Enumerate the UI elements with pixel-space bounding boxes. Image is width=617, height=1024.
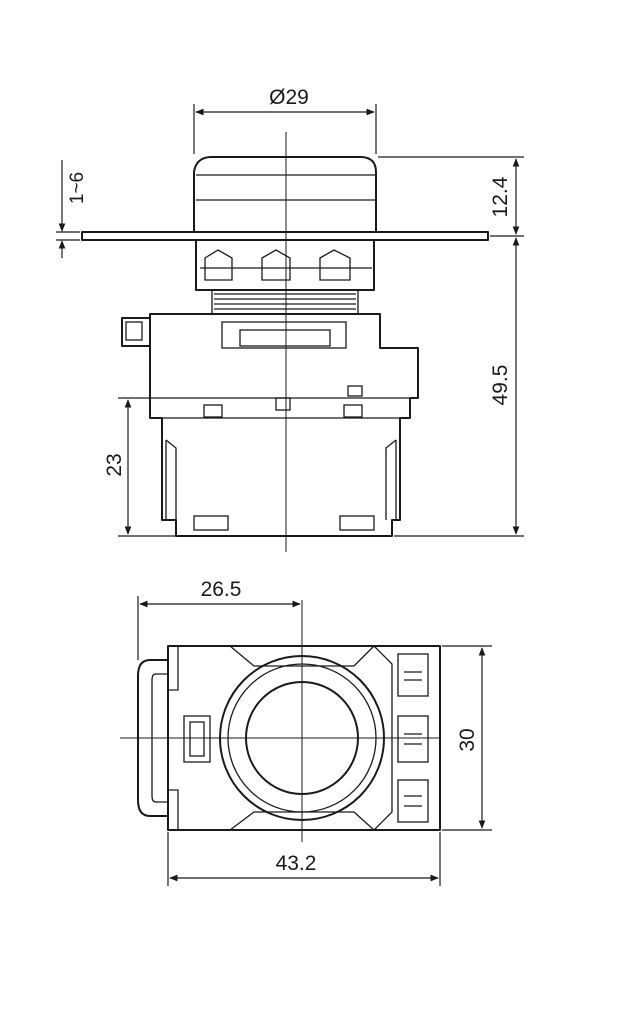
overall-depth-label: 30: [456, 728, 479, 751]
button-cap: [193, 156, 377, 233]
dim-head-height: 12.4: [378, 156, 524, 237]
top-view: 26.5 43.2 30: [120, 578, 492, 886]
locking-tab: [121, 317, 150, 347]
block-height-label: 23: [103, 453, 126, 476]
dim-overall-width: 43.2: [167, 832, 441, 886]
switch-body: [149, 313, 419, 537]
front-width-label: 26.5: [201, 578, 242, 601]
head-height-label: 12.4: [489, 176, 512, 217]
dim-front-width: 26.5: [137, 578, 301, 660]
dim-overall-depth: 30: [442, 645, 492, 831]
dim-total-height: 49.5: [394, 237, 524, 537]
side-view: Ø29 1~6 12.4 49.5 23: [56, 86, 524, 552]
overall-width-label: 43.2: [276, 852, 317, 875]
dim-panel-thickness: 1~6: [56, 160, 88, 258]
dim-block-height: 23: [103, 397, 176, 537]
total-height-label: 49.5: [489, 365, 512, 406]
diameter-label: Ø29: [269, 86, 309, 109]
top-body-outline: [167, 645, 441, 831]
mounting-panel: [81, 231, 489, 241]
dim-diameter: Ø29: [193, 86, 377, 154]
mounting-collar: [195, 239, 375, 291]
thread: [211, 289, 359, 315]
panel-thickness-label: 1~6: [67, 172, 88, 204]
